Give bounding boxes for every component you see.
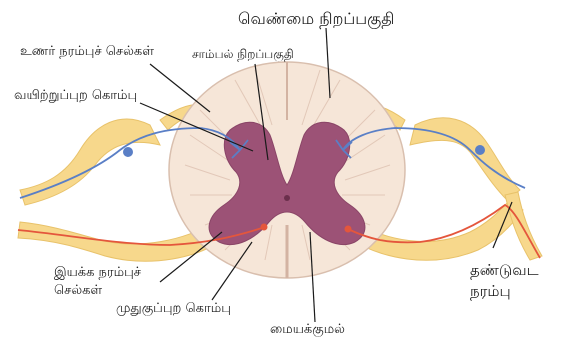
label-sensory-neurons: உணர் நரம்புச் செல்கள் — [20, 45, 154, 60]
label-white-matter: வெண்மை நிறப்பகுதி — [238, 10, 394, 28]
label-spinal-nerve-line2: நரம்பு — [470, 283, 511, 300]
label-motor-neurons-line2: செல்கள் — [54, 284, 102, 299]
left-dorsal-root — [20, 119, 160, 205]
left-motor-neuron-body — [261, 224, 268, 231]
label-grey-matter: சாம்பல் நிறப்பகுதி — [192, 48, 294, 62]
label-dorsal-horn: முதுகுப்புற கொம்பு — [116, 302, 231, 317]
left-dorsal-root-ganglion — [123, 147, 133, 157]
label-central-canal: மையக்குமல் — [270, 323, 345, 338]
right-spinal-nerve — [505, 192, 542, 260]
right-dorsal-root-ganglion — [475, 145, 485, 155]
label-spinal-nerve-line1: தண்டுவட — [470, 262, 539, 279]
label-motor-neurons-line1: இயக்க நரம்புச் — [54, 266, 141, 281]
right-motor-neuron-body — [345, 226, 352, 233]
label-ventral-horn: வயிற்றுப்புற கொம்பு — [14, 89, 137, 104]
central-canal-dot — [284, 195, 290, 201]
